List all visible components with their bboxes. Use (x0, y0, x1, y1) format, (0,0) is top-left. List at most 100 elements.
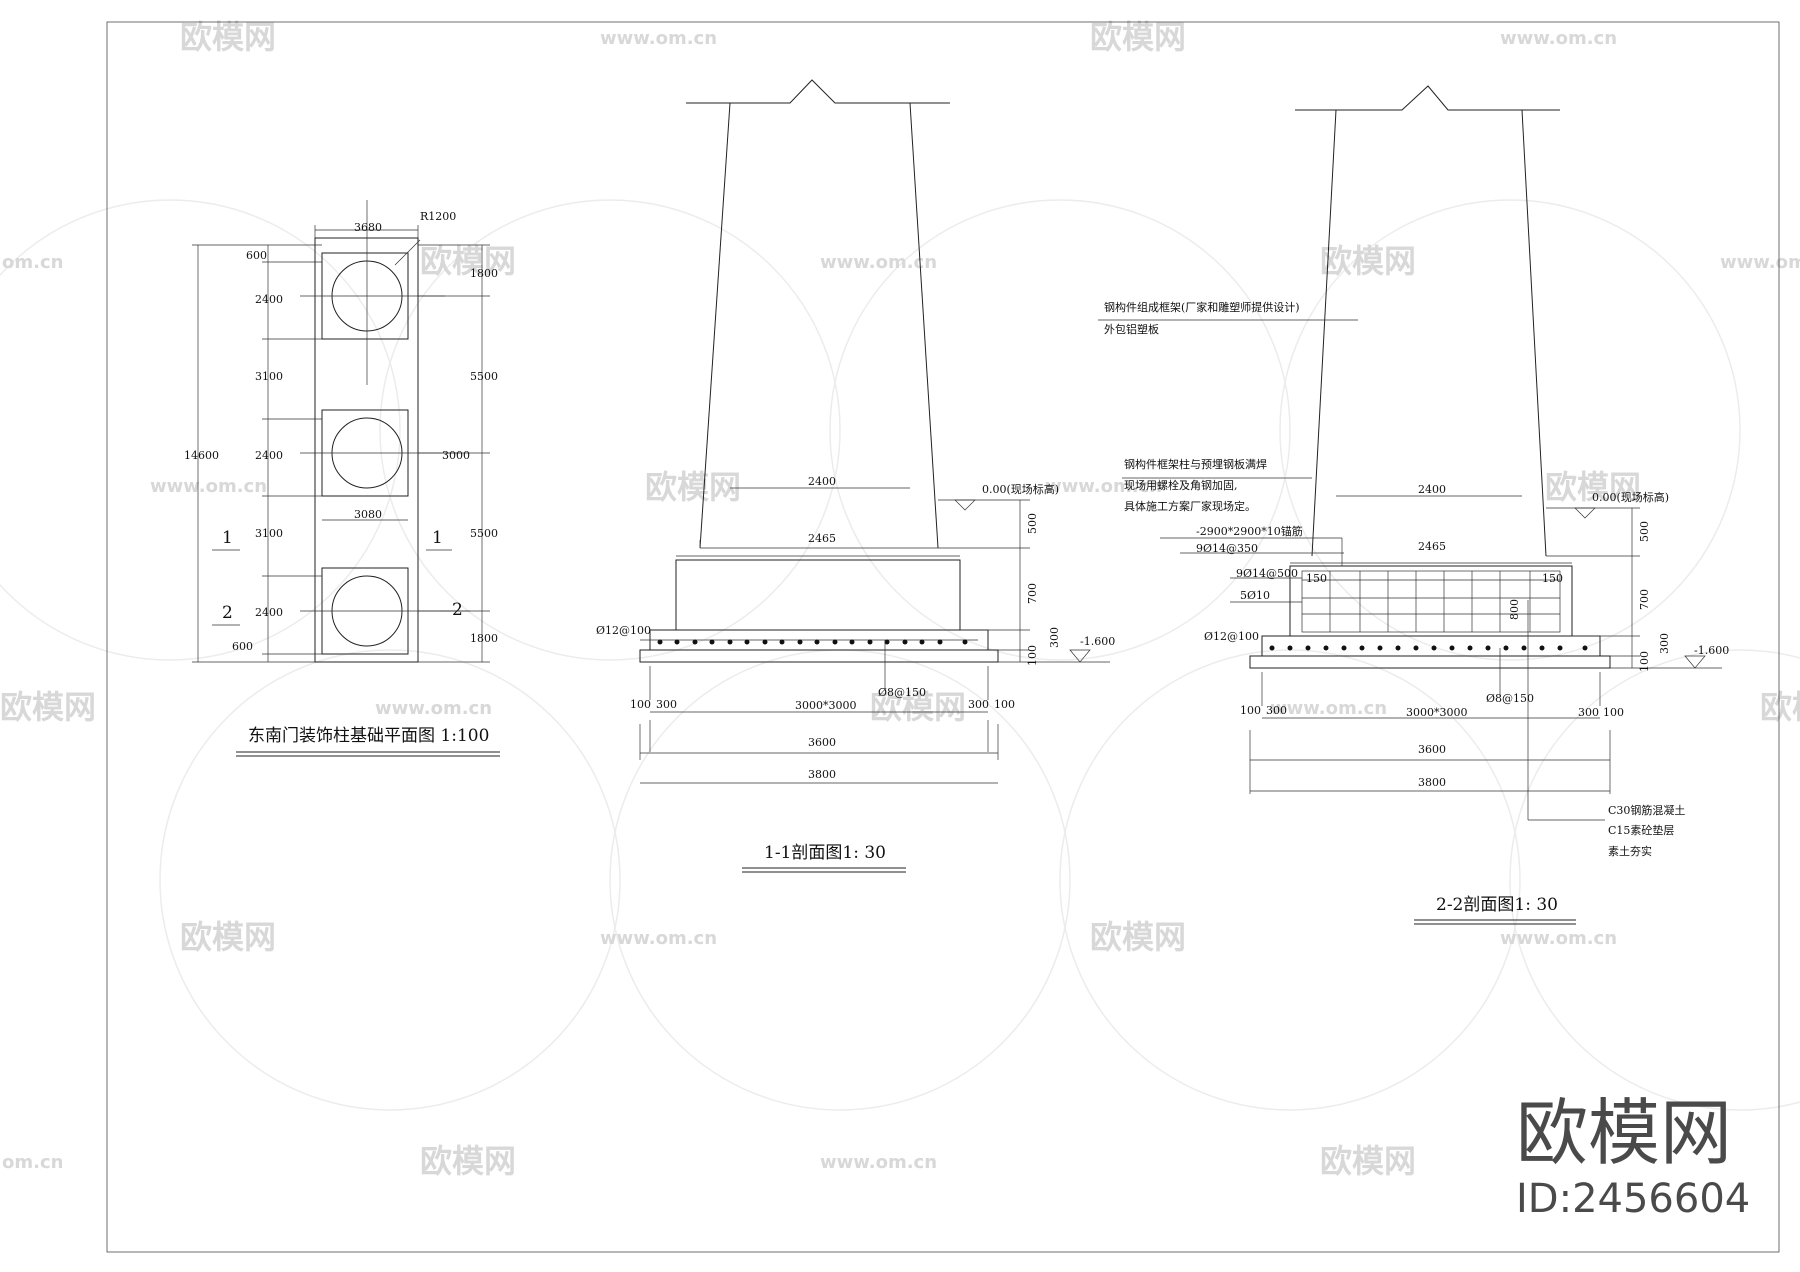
plan-marker-2-left: 2 (222, 603, 233, 623)
section2-cage-bars (1302, 571, 1560, 632)
watermark-url: om.cn (2, 1152, 63, 1173)
watermark-texts: 欧模网 www.om.cn 欧模网 www.om.cn om.cn 欧模网 ww… (0, 18, 1800, 1180)
sec1-h300: 300 (1048, 627, 1061, 648)
watermark-url: www.om.cn (1500, 28, 1617, 49)
watermark-brand: 欧模网 (1545, 468, 1641, 506)
watermark-brand: 欧模网 (1320, 242, 1416, 280)
sec2-h700: 700 (1638, 589, 1651, 610)
watermark-arcs (0, 199, 1800, 1111)
sec2-note-rebar-b: 9Ø14@500 (1236, 567, 1298, 580)
plan-dim-1800-top: 1800 (470, 267, 498, 280)
watermark-brand: 欧模网 (420, 242, 516, 280)
watermark-url: www.om.cn (375, 698, 492, 719)
sec1-rebar-top: Ø12@100 (596, 624, 651, 637)
sec2-r300: 300 (1578, 706, 1599, 719)
sec2-h100: 100 (1638, 651, 1651, 672)
sec1-base: 3000*3000 (795, 699, 857, 712)
plan-marker-2-right: 2 (452, 600, 463, 620)
watermark-url: www.om.cn (1500, 928, 1617, 949)
sec1-r300: 300 (968, 698, 989, 711)
sec2-note-concrete-2: C15素砼垫层 (1608, 823, 1674, 837)
sec1-elev-bottom: -1.600 (1080, 635, 1115, 648)
sec2-note-concrete-3: 素土夯实 (1608, 844, 1652, 858)
sec2-w3600: 3600 (1418, 743, 1446, 756)
plan-dim-3100-a: 3100 (255, 370, 283, 383)
watermark-url: www.om.cn (820, 252, 937, 273)
sec2-l100: 100 (1240, 704, 1261, 717)
sec2-c150-left: 150 (1306, 572, 1327, 585)
plan-dim-total: 14600 (184, 449, 219, 462)
watermark-brand: 欧模网 (870, 688, 966, 726)
watermark-brand: 欧模网 (1090, 18, 1186, 56)
sec2-elev-bottom: -1.600 (1694, 644, 1729, 657)
watermark-url: www.om.cn (820, 1152, 937, 1173)
watermark-brand: 欧模网 (1320, 1142, 1416, 1180)
sec2-note-rebar-a: 9Ø14@350 (1196, 542, 1258, 555)
plan-dim-3000: 3000 (442, 449, 470, 462)
plan-dim-radius: R1200 (420, 210, 456, 223)
watermark-brand: 欧模网 (180, 18, 276, 56)
watermark-brand: 欧模网 (0, 688, 96, 726)
sec1-w3800: 3800 (808, 768, 836, 781)
watermark-brand: 欧模网 (1760, 688, 1800, 726)
sec2-w3800: 3800 (1418, 776, 1446, 789)
plan-dim-5500-a: 5500 (470, 370, 498, 383)
plan-dim-5500-b: 5500 (470, 527, 498, 540)
sec2-base: 3000*3000 (1406, 706, 1468, 719)
watermark-url: www.om.cn (1270, 698, 1387, 719)
plan-dim-600-top: 600 (246, 249, 267, 262)
sec1-w3600: 3600 (808, 736, 836, 749)
sec2-note-weld-2: 现场用螺栓及角钢加固, (1124, 478, 1238, 492)
sec1-r100: 100 (994, 698, 1015, 711)
plan-view: 3680 R1200 600 2400 3100 2400 3100 2400 … (184, 200, 500, 757)
watermark-brand: 欧模网 (645, 468, 741, 506)
section1-rebar-dots (657, 639, 968, 645)
sec1-h700: 700 (1026, 583, 1039, 604)
sec2-note-weld-1: 钢构件框架柱与预埋钢板满焊 (1124, 457, 1267, 471)
sec1-h500: 500 (1026, 513, 1039, 534)
sec2-l300: 300 (1266, 704, 1287, 717)
watermark-brand: 欧模网 (180, 918, 276, 956)
sec2-note-concrete-1: C30钢筋混凝土 (1608, 803, 1685, 817)
sec1-elev-zero: 0.00(现场标高) (982, 482, 1059, 496)
sec2-h500: 500 (1638, 521, 1651, 542)
plan-dim-1800-bottom: 1800 (470, 632, 498, 645)
watermark-url: www.om.cn (1045, 476, 1162, 497)
watermark-url: www.om.cn (600, 28, 717, 49)
sec2-mid-width: 2465 (1418, 540, 1446, 553)
section-1-1: 2400 2465 0.00(现场标高) 500 700 300 100 -1.… (596, 79, 1115, 873)
sec2-note-rebar-c: 5Ø10 (1240, 589, 1270, 602)
brand-stamp-id: ID:2456604 (1516, 1176, 1750, 1222)
watermark-url: www.om.cn (150, 476, 267, 497)
sec1-top-width: 2400 (808, 475, 836, 488)
sec1-h100: 100 (1026, 645, 1039, 666)
sec2-elev-zero: 0.00(现场标高) (1592, 490, 1669, 504)
drawing-border (106, 21, 1780, 1253)
section2-rebar-dots (1269, 645, 1588, 651)
watermark-url: www.om.cn (1720, 252, 1800, 273)
sec2-d800: 800 (1508, 599, 1521, 620)
plan-dim-width-top: 3680 (354, 221, 382, 234)
sec2-h300: 300 (1658, 633, 1671, 654)
sec2-r100: 100 (1603, 706, 1624, 719)
plan-dim-3080: 3080 (354, 508, 382, 521)
sec2-note-weld-3: 具体施工方案厂家现场定。 (1124, 499, 1256, 513)
watermark-url: om.cn (2, 252, 63, 273)
sec1-mid-width: 2465 (808, 532, 836, 545)
sec1-l300: 300 (656, 698, 677, 711)
sec1-l100: 100 (630, 698, 651, 711)
sec1-rebar-bottom: Ø8@150 (878, 686, 926, 699)
sec2-note-plate: -2900*2900*10锚筋 (1196, 524, 1303, 538)
watermark-url: www.om.cn (600, 928, 717, 949)
sec2-note-rebar-top: Ø12@100 (1204, 630, 1259, 643)
watermark-brand: 欧模网 (1090, 918, 1186, 956)
plan-dim-600-bottom: 600 (232, 640, 253, 653)
watermark-brand: 欧模网 (420, 1142, 516, 1180)
plan-marker-1-left: 1 (222, 528, 233, 548)
brand-stamp-logo: 欧模网 (1516, 1091, 1732, 1175)
plan-dim-2400-a: 2400 (255, 293, 283, 306)
sec2-note-frame-1: 钢构件组成框架(厂家和雕塑师提供设计) (1104, 300, 1300, 314)
section-2-2: 钢构件组成框架(厂家和雕塑师提供设计) 外包铝塑板 钢构件框架柱与预埋钢板满焊 … (1098, 85, 1729, 925)
plan-dim-2400-b: 2400 (255, 449, 283, 462)
